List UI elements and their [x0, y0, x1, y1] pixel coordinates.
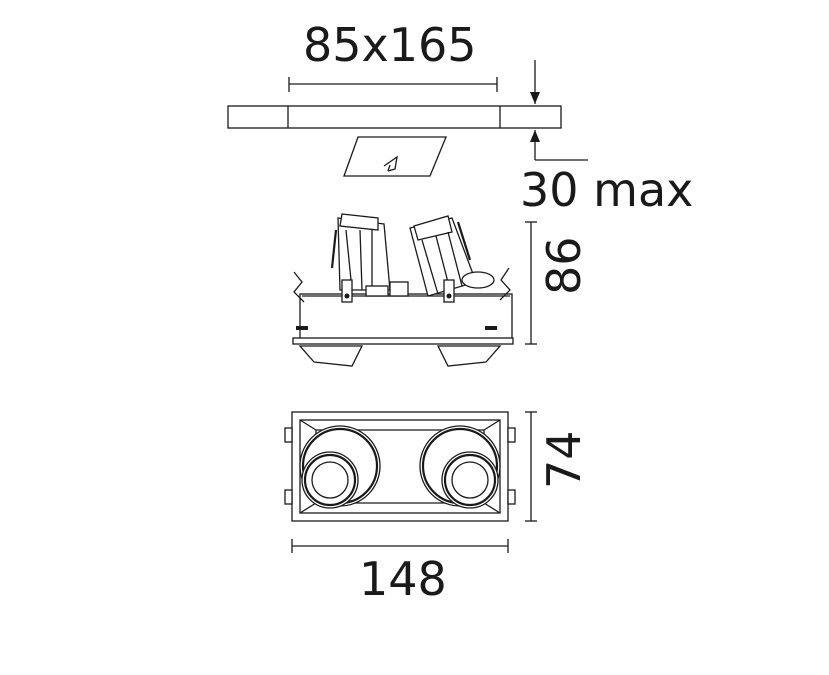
right-lens	[419, 425, 501, 509]
right-spotlight	[409, 215, 502, 367]
length-dimension-line	[291, 539, 509, 553]
ceiling-cutout-view	[227, 60, 588, 177]
springs	[293, 267, 511, 330]
cutout-symbol	[343, 136, 447, 177]
front-view	[284, 411, 537, 553]
left-lens	[299, 425, 381, 509]
ceiling-thickness-dimension	[530, 60, 588, 161]
center-clip	[365, 281, 409, 297]
width-dimension-label: 74	[537, 430, 591, 489]
cutout-dimension-label: 85x165	[303, 18, 477, 72]
side-tabs	[284, 427, 516, 505]
length-dimension-label: 148	[359, 552, 447, 606]
width-dimension-line	[525, 411, 537, 522]
cutout-dimension-line	[288, 77, 498, 92]
side-elevation-view	[292, 213, 537, 367]
left-spotlight	[298, 213, 391, 367]
ceiling-thickness-label: 30 max	[520, 163, 694, 217]
height-dimension-label: 86	[537, 236, 591, 295]
ceiling-board	[227, 105, 562, 129]
housing-body	[292, 293, 514, 345]
height-dimension-line	[525, 221, 537, 345]
